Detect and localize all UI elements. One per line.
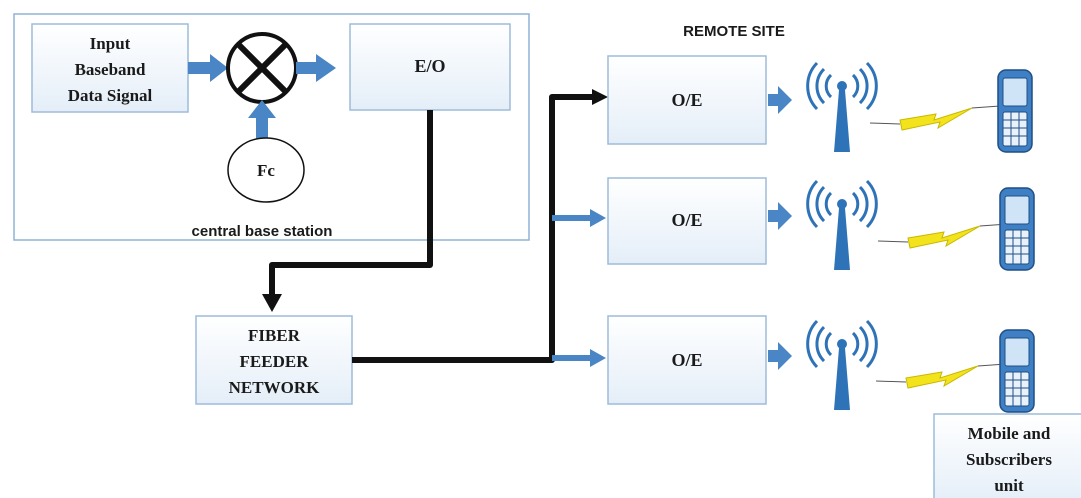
antenna-icon bbox=[806, 61, 878, 154]
arrow-into-oe-2 bbox=[552, 209, 606, 227]
arrow-into-feeder bbox=[262, 294, 282, 312]
mobile-label-line3: unit bbox=[994, 476, 1024, 495]
fiber-label-line3: NETWORK bbox=[229, 378, 320, 397]
oe-converter-box-2 bbox=[607, 177, 767, 265]
arrow-mixer-to-eo bbox=[296, 54, 336, 82]
input-label-line1: Input bbox=[90, 34, 131, 53]
mobile-label-line1: Mobile and bbox=[968, 424, 1051, 443]
eo-label: E/O bbox=[414, 56, 445, 76]
fiber-label-line1: FIBER bbox=[248, 326, 301, 345]
oe-converter-box-3 bbox=[607, 315, 767, 405]
arrow-oe2-to-antenna bbox=[768, 202, 792, 230]
mobile-subscribers-box bbox=[933, 413, 1081, 498]
oe-label-3: O/E bbox=[671, 350, 702, 370]
fiber-link-eo-to-feeder bbox=[269, 110, 433, 296]
mobile-phone-icon bbox=[997, 69, 1033, 153]
central-station-label: central base station bbox=[192, 223, 333, 240]
arrow-input-to-mixer bbox=[188, 54, 228, 82]
input-label-line2: Baseband bbox=[75, 60, 146, 79]
mobile-label-line2: Subscribers bbox=[966, 450, 1052, 469]
fc-label: Fc bbox=[257, 161, 275, 180]
oe-label-2: O/E bbox=[671, 210, 702, 230]
antenna-icon bbox=[806, 319, 878, 412]
arrow-fc-to-mixer bbox=[248, 100, 276, 140]
fiber-feeder-box bbox=[195, 315, 353, 405]
oe-converter-box-1 bbox=[607, 55, 767, 145]
mixer-icon bbox=[226, 32, 298, 104]
lightning-icon bbox=[875, 363, 1007, 389]
input-label-line3: Data Signal bbox=[68, 86, 153, 105]
eo-converter-box bbox=[349, 23, 511, 111]
mobile-phone-icon bbox=[999, 329, 1035, 413]
arrow-oe1-to-antenna bbox=[768, 86, 792, 114]
remote-site-label: REMOTE SITE bbox=[683, 23, 785, 40]
fiber-link-feeder-to-remote bbox=[352, 94, 596, 363]
arrow-into-oe-1 bbox=[592, 89, 608, 105]
antenna-icon bbox=[806, 179, 878, 272]
mobile-phone-icon bbox=[999, 187, 1035, 271]
input-signal-box bbox=[31, 23, 189, 113]
fiber-label-line2: FEEDER bbox=[240, 352, 310, 371]
lightning-icon bbox=[877, 223, 1009, 249]
oe-label-1: O/E bbox=[671, 90, 702, 110]
arrow-into-oe-3 bbox=[552, 349, 606, 367]
arrow-oe3-to-antenna bbox=[768, 342, 792, 370]
fc-oscillator bbox=[227, 137, 305, 203]
lightning-icon bbox=[869, 105, 1001, 131]
